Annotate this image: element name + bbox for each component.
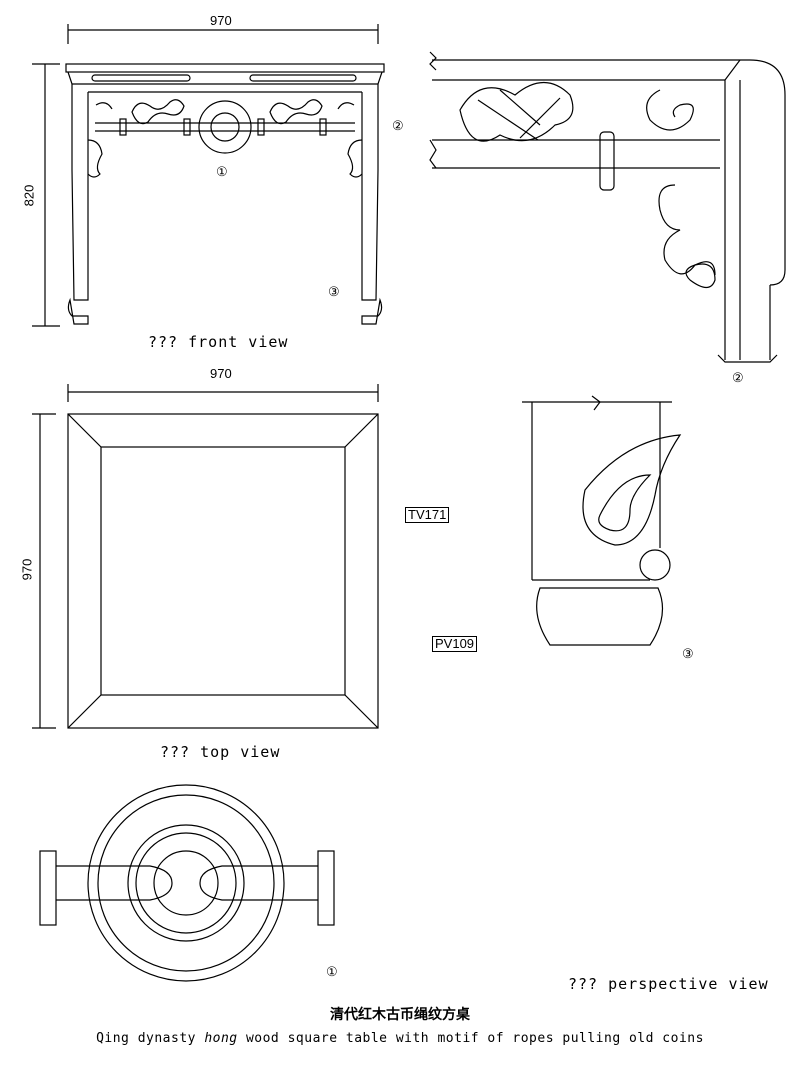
tv-tag: TV171 (405, 507, 450, 523)
front-view-drawing (32, 24, 385, 327)
title-english-italic: hong (204, 1031, 238, 1046)
top-view-drawing (32, 384, 379, 729)
title-english-suffix: wood square table with motif of ropes pu… (237, 1031, 704, 1046)
detail-marker-3-foot: ③ (682, 646, 694, 661)
pv-tag: PV109 (432, 636, 478, 652)
title-chinese: 清代红木古币绳纹方桌 (330, 1007, 470, 1023)
front-height-dimension: 820 (21, 184, 37, 207)
detail-marker-1: ① (216, 164, 228, 179)
top-width-dimension: 970 (210, 366, 232, 381)
foot-detail-drawing (522, 395, 682, 646)
top-height-dimension: 970 (19, 558, 35, 581)
corner-detail-drawing (429, 51, 786, 363)
title-english-prefix: Qing dynasty (96, 1031, 205, 1046)
detail-marker-2: ② (392, 118, 404, 133)
detail-marker-1-coin: ① (326, 964, 338, 979)
front-view-label: ??? front view (148, 333, 289, 351)
front-width-dimension: 970 (210, 13, 232, 28)
detail-marker-2-corner: ② (732, 370, 744, 385)
title-english: Qing dynasty hong wood square table with… (0, 1031, 800, 1046)
perspective-view-label: ??? perspective view (568, 975, 769, 993)
detail-marker-3: ③ (328, 284, 340, 299)
top-view-label: ??? top view (160, 743, 281, 761)
coin-detail-drawing (39, 784, 335, 982)
